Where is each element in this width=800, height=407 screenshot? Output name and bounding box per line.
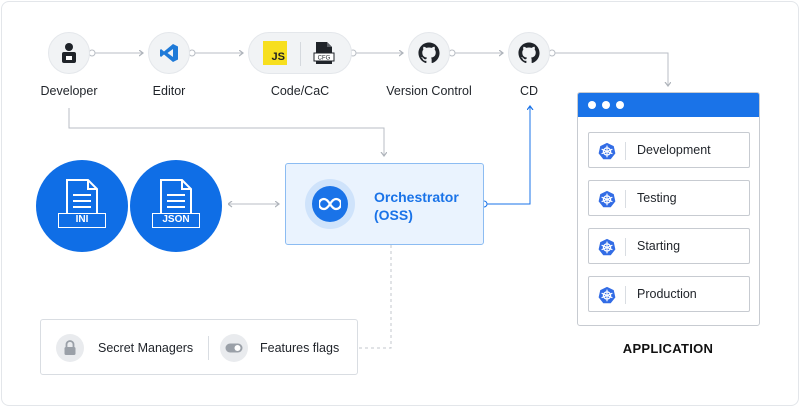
json-label: JSON	[152, 213, 200, 228]
secret-managers-label: Secret Managers	[98, 341, 194, 355]
github-icon	[418, 42, 440, 64]
window-dot	[602, 101, 610, 109]
environment-row-testing: Testing	[588, 180, 750, 216]
kubernetes-icon	[598, 190, 616, 208]
environment-row-production: Production	[588, 276, 750, 312]
orchestrator-icon-ring	[305, 179, 355, 229]
dashed-orchestrator-secrets	[358, 245, 392, 349]
orchestrator-box: Orchestrator (OSS)	[285, 163, 484, 245]
application-window: Development Testing Starting	[577, 92, 760, 326]
editor-node	[148, 32, 190, 74]
developer-label: Developer	[40, 84, 98, 98]
application-title: APPLICATION	[622, 341, 714, 356]
environment-row-starting: Starting	[588, 228, 750, 264]
orchestrator-title: Orchestrator	[374, 189, 459, 205]
code-label: Code/CaC	[270, 84, 330, 98]
cd-node	[508, 32, 550, 74]
arrow-orchestrator-cd	[484, 106, 530, 205]
cfg-file-icon: CFG	[313, 41, 335, 70]
cfg-badge-text: CFG	[318, 56, 331, 62]
version-control-node	[408, 32, 450, 74]
version-control-label: Version Control	[386, 84, 472, 98]
code-node: JS CFG	[248, 32, 352, 74]
kubernetes-icon	[598, 238, 616, 256]
environment-label: Development	[637, 143, 711, 157]
environment-divider	[625, 142, 626, 160]
environment-row-development: Development	[588, 132, 750, 168]
ini-config-node: INI	[36, 160, 128, 252]
json-config-node: JSON	[130, 160, 222, 252]
toggle-icon	[220, 334, 248, 362]
cd-label: CD	[519, 84, 539, 98]
orchestrator-subtitle: (OSS)	[374, 207, 413, 223]
editor-label: Editor	[152, 84, 186, 98]
arrow-developer-orchestrator	[68, 108, 384, 156]
kubernetes-icon	[598, 142, 616, 160]
window-dot	[588, 101, 596, 109]
vscode-icon	[160, 44, 178, 62]
arrow-cd-application	[554, 52, 668, 86]
pipeline-arrows	[68, 52, 668, 349]
feature-flags-label: Features flags	[260, 341, 340, 355]
github-icon	[518, 42, 540, 64]
developer-icon	[62, 43, 76, 63]
code-divider	[300, 42, 301, 66]
window-dot	[616, 101, 624, 109]
secrets-panel: Secret Managers Features flags	[40, 319, 358, 375]
environment-label: Production	[637, 287, 697, 301]
developer-node	[48, 32, 90, 74]
lock-icon	[56, 334, 84, 362]
secrets-divider	[208, 336, 209, 360]
kubernetes-icon	[598, 286, 616, 304]
js-icon: JS	[263, 41, 287, 65]
application-titlebar	[578, 93, 759, 117]
environment-divider	[625, 238, 626, 256]
js-badge-text: JS	[271, 51, 285, 63]
orchestrator-icon	[312, 186, 348, 222]
environment-divider	[625, 286, 626, 304]
ini-label: INI	[58, 213, 106, 228]
environment-label: Testing	[637, 191, 677, 205]
environment-divider	[625, 190, 626, 208]
environment-label: Starting	[637, 239, 681, 253]
